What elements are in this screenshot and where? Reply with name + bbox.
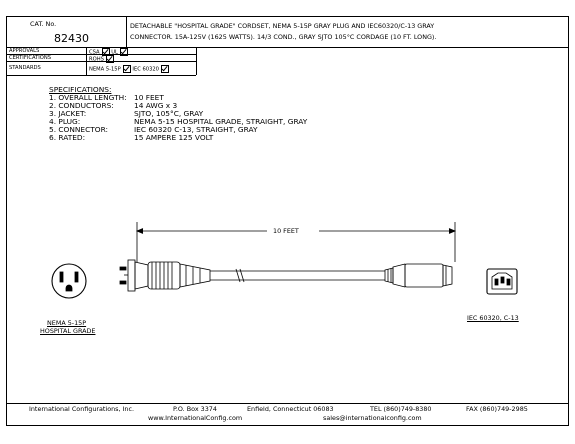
approvals-divider xyxy=(86,47,87,75)
drawing-sheet xyxy=(6,16,569,426)
description-line-1: DETACHABLE "HOSPITAL GRADE" CORDSET, NEM… xyxy=(130,22,435,30)
nema-label: NEMA 5-15P xyxy=(89,66,121,73)
dimension-label: 10 FEET xyxy=(271,227,301,235)
footer-tel: TEL (860)749-8380 xyxy=(370,405,432,413)
footer-top-line xyxy=(6,403,569,404)
approvals-row-line-2 xyxy=(6,61,196,62)
spec-value: 15 AMPERE 125 VOLT xyxy=(134,133,214,142)
power-cord xyxy=(210,268,385,283)
title-block-bottom-line xyxy=(6,47,569,48)
iec-checkbox xyxy=(160,65,169,73)
plug-side-view xyxy=(119,259,211,292)
spec-value: SJTO, 105°C, GRAY xyxy=(134,109,204,118)
spec-label: 3. JACKET: xyxy=(49,109,87,118)
spec-value: NEMA 5-15 HOSPITAL GRADE, STRAIGHT, GRAY xyxy=(134,117,308,126)
spec-value: 10 FEET xyxy=(134,93,164,102)
csa-label: CSA xyxy=(89,49,100,56)
dimension-arrow-left xyxy=(135,228,144,234)
footer-po-box: P.O. Box 3374 xyxy=(173,405,217,413)
plug-caption-line-2: HOSPITAL GRADE xyxy=(40,327,96,335)
certifications-label: CERTIFICATIONS xyxy=(9,55,52,61)
iec-connector-face xyxy=(486,268,518,295)
rohs-checkbox xyxy=(105,55,114,63)
standards-label: STANDARDS xyxy=(9,65,41,71)
cat-no-value: 82430 xyxy=(54,32,89,45)
nema-checkbox xyxy=(122,65,131,73)
footer-company: International Configurations, Inc. xyxy=(29,405,135,413)
cat-no-label: CAT. No. xyxy=(30,20,57,28)
spec-label: 6. RATED: xyxy=(49,133,86,142)
specifications-heading: SPECIFICATIONS: xyxy=(49,85,112,94)
cat-no-divider xyxy=(126,16,127,47)
plug-caption-line-1: NEMA 5-15P xyxy=(47,319,87,327)
connector-caption: IEC 60320, C-13 xyxy=(467,314,519,322)
spec-label: 2. CONDUCTORS: xyxy=(49,101,114,110)
spec-value: IEC 60320 C-13, STRAIGHT, GRAY xyxy=(134,125,258,134)
ul-checkbox xyxy=(119,48,128,56)
approvals-right-edge xyxy=(196,47,197,75)
iec-label: IEC 60320 xyxy=(132,66,159,73)
spec-label: 1. OVERALL LENGTH: xyxy=(49,93,127,102)
spec-label: 5. CONNECTOR: xyxy=(49,125,108,134)
footer-email[interactable]: sales@internationalconfig.com xyxy=(323,414,422,422)
standard-items: NEMA 5-15P IEC 60320 xyxy=(89,65,169,73)
certification-rohs: ROHS xyxy=(89,55,114,63)
connector-side-view xyxy=(384,263,453,288)
footer-fax: FAX (860)749-2985 xyxy=(466,405,528,413)
description-line-2: CONNECTOR. 15A-125V (1625 WATTS). 14/3 C… xyxy=(130,33,437,41)
approvals-label: APPROVALS xyxy=(9,48,40,54)
nema-plug-face xyxy=(51,263,87,299)
footer-city: Enfield, Connecticut 06083 xyxy=(247,405,334,413)
spec-label: 4. PLUG: xyxy=(49,117,81,126)
rohs-label: ROHS xyxy=(89,56,104,63)
spec-value: 14 AWG x 3 xyxy=(134,101,178,110)
footer-website[interactable]: www.InternationalConfig.com xyxy=(148,414,243,422)
dimension-arrow-right xyxy=(448,228,457,234)
ul-label: UL xyxy=(111,49,118,56)
approvals-row-line-3 xyxy=(6,75,196,76)
